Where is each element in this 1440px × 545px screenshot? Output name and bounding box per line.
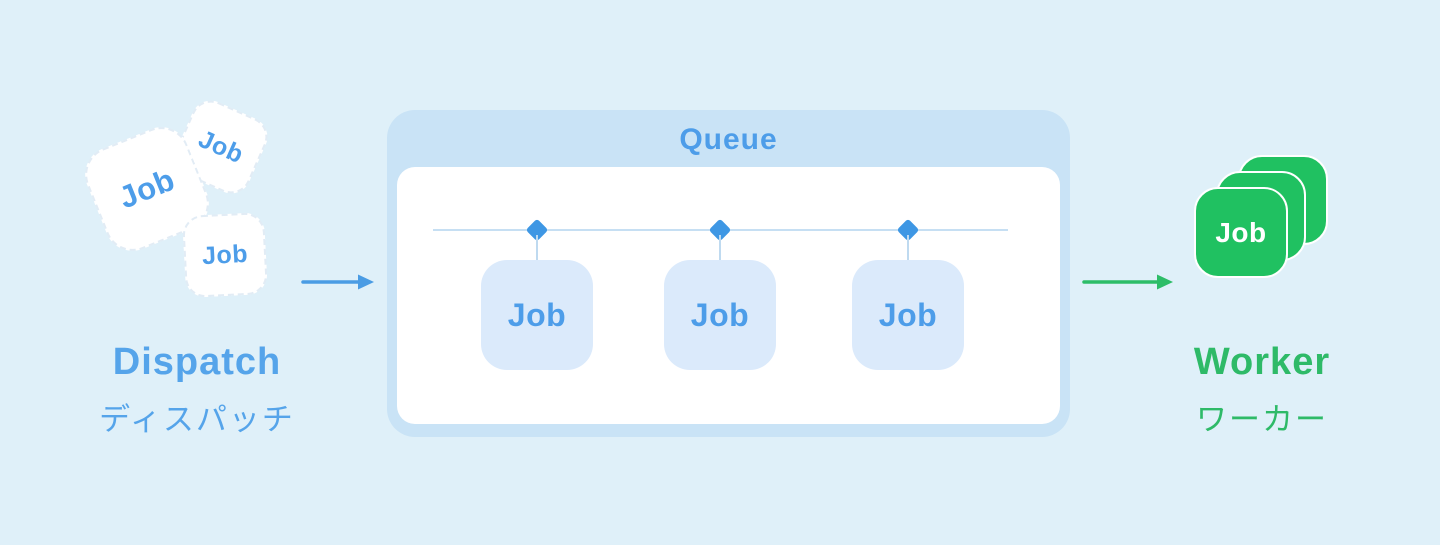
dispatch-label-en: Dispatch <box>112 341 282 383</box>
queued-job-card: Job <box>852 260 964 370</box>
job-card-label: Job <box>194 124 248 169</box>
worker-label-ja: ワーカー <box>1196 402 1328 438</box>
worker-label: Worker ワーカー <box>1137 336 1387 442</box>
queue-title: Queue <box>679 123 778 156</box>
arrow-right-icon <box>301 274 374 290</box>
job-card-label: Job <box>878 296 938 333</box>
timeline-connector <box>719 235 721 261</box>
dispatch-label: Dispatch ディスパッチ <box>52 336 342 442</box>
job-card-label: Job <box>114 161 180 216</box>
job-card-label: Job <box>690 296 750 333</box>
queue-panel: Queue Job Job Job <box>387 110 1070 437</box>
timeline-connector <box>907 235 909 261</box>
queued-job-card: Job <box>664 260 776 370</box>
dispatch-label-ja: ディスパッチ <box>99 402 295 438</box>
queue-inner-panel: Job Job Job <box>397 167 1060 424</box>
job-card-label: Job <box>507 296 567 333</box>
job-card-label: Job <box>201 239 249 270</box>
dispatch-job-card: Job <box>181 211 269 299</box>
worker-job-card-front: Job <box>1194 187 1288 278</box>
job-card-label: Job <box>1215 216 1267 248</box>
timeline-connector <box>536 235 538 261</box>
arrow-right-icon <box>1082 274 1173 290</box>
worker-label-en: Worker <box>1193 341 1331 383</box>
queued-job-card: Job <box>481 260 593 370</box>
